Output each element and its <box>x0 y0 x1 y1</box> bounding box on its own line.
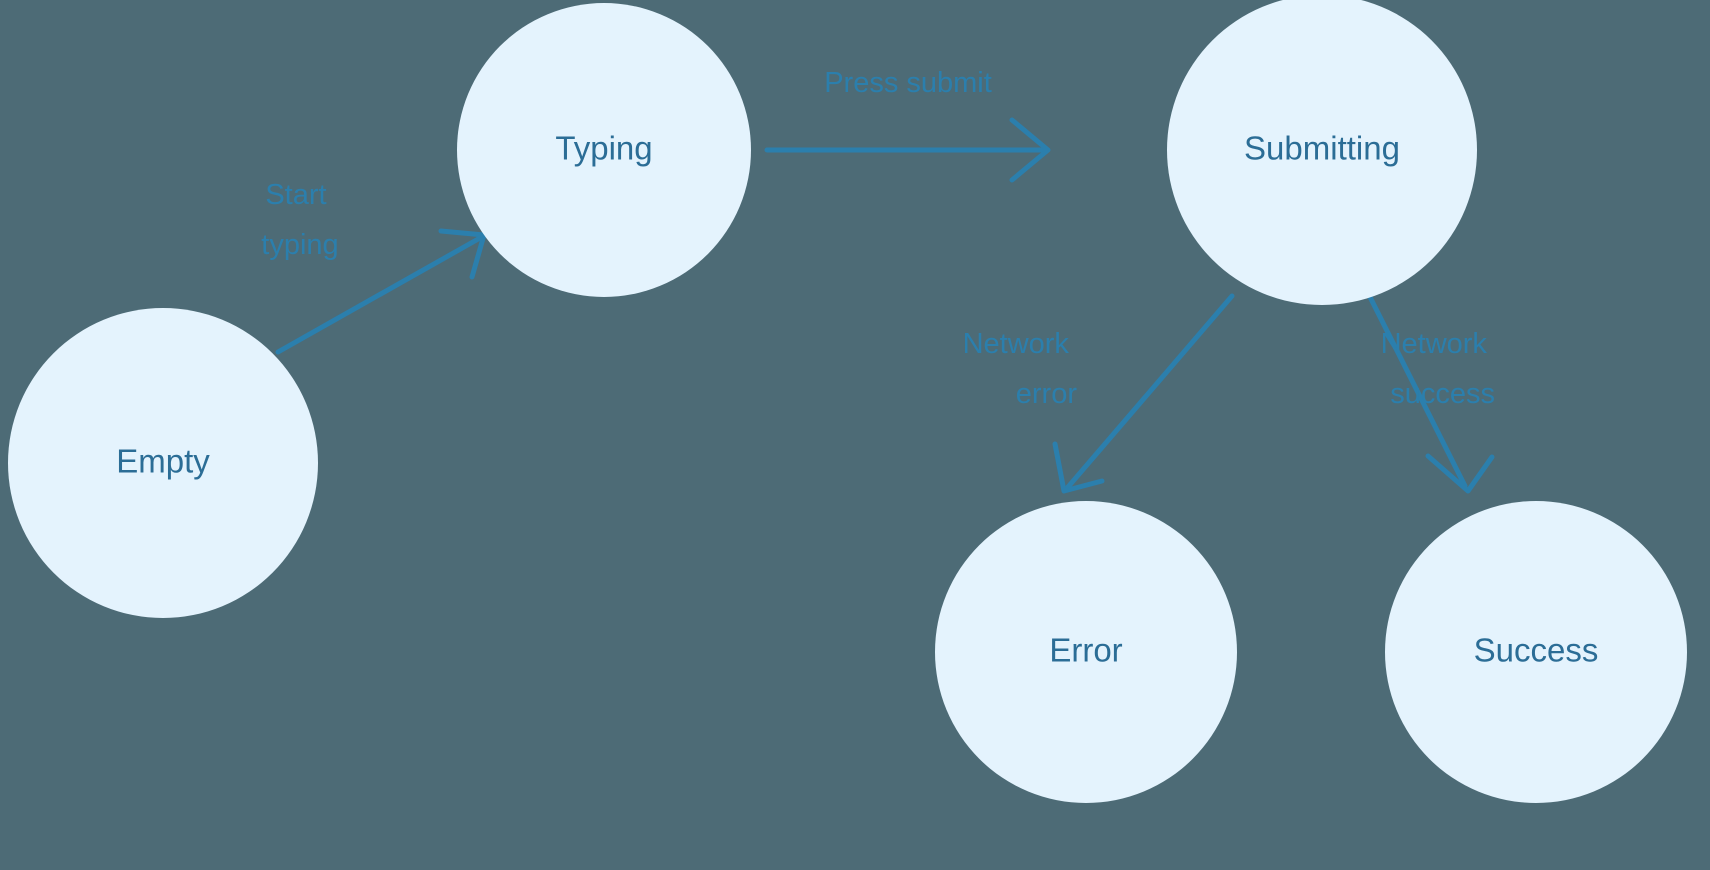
node-typing-label: Typing <box>555 130 652 167</box>
edge-line-empty-to-typing <box>275 235 483 355</box>
node-empty[interactable]: Empty <box>8 308 318 618</box>
edge-label-line: Start <box>265 179 326 211</box>
node-success-label: Success <box>1474 632 1599 669</box>
edge-submitting-to-error <box>1052 293 1235 494</box>
node-typing[interactable]: Typing <box>457 3 751 297</box>
edge-empty-to-typing <box>275 228 487 355</box>
node-empty-circle[interactable] <box>8 308 318 618</box>
node-error[interactable]: Error <box>935 501 1237 803</box>
node-submitting[interactable]: Submitting <box>1167 0 1477 305</box>
edge-line-submitting-to-error <box>1065 293 1235 490</box>
edge-label-line: Network <box>1381 328 1488 360</box>
arrowhead-empty-to-typing <box>438 228 487 280</box>
edge-submitting-to-success <box>1367 294 1495 494</box>
edge-line-submitting-to-success <box>1367 294 1468 489</box>
node-success-circle[interactable] <box>1385 501 1687 803</box>
edge-label-line: error <box>1016 378 1078 410</box>
edge-label-line: Press submit <box>824 67 992 99</box>
edge-label-line: Network <box>963 328 1070 360</box>
edge-label-network-error: Network error <box>963 328 1078 410</box>
node-typing-circle[interactable] <box>457 3 751 297</box>
edge-label-start-typing: Start typing <box>261 179 338 261</box>
node-submitting-label: Submitting <box>1244 130 1400 167</box>
edge-label-press-submit: Press submit <box>824 67 992 99</box>
arrowhead-submitting-to-success <box>1425 453 1495 494</box>
node-success[interactable]: Success <box>1385 501 1687 803</box>
edge-label-network-success: Network success <box>1381 328 1495 410</box>
edge-label-line: typing <box>261 229 338 261</box>
node-empty-label: Empty <box>116 443 210 480</box>
arrowhead-submitting-to-error <box>1052 441 1105 494</box>
node-error-circle[interactable] <box>935 501 1237 803</box>
edge-label-line: success <box>1390 378 1495 410</box>
arrowhead-typing-to-submitting <box>1009 117 1051 183</box>
node-submitting-circle[interactable] <box>1167 0 1477 305</box>
node-error-label: Error <box>1049 632 1122 669</box>
edge-typing-to-submitting <box>764 117 1051 183</box>
